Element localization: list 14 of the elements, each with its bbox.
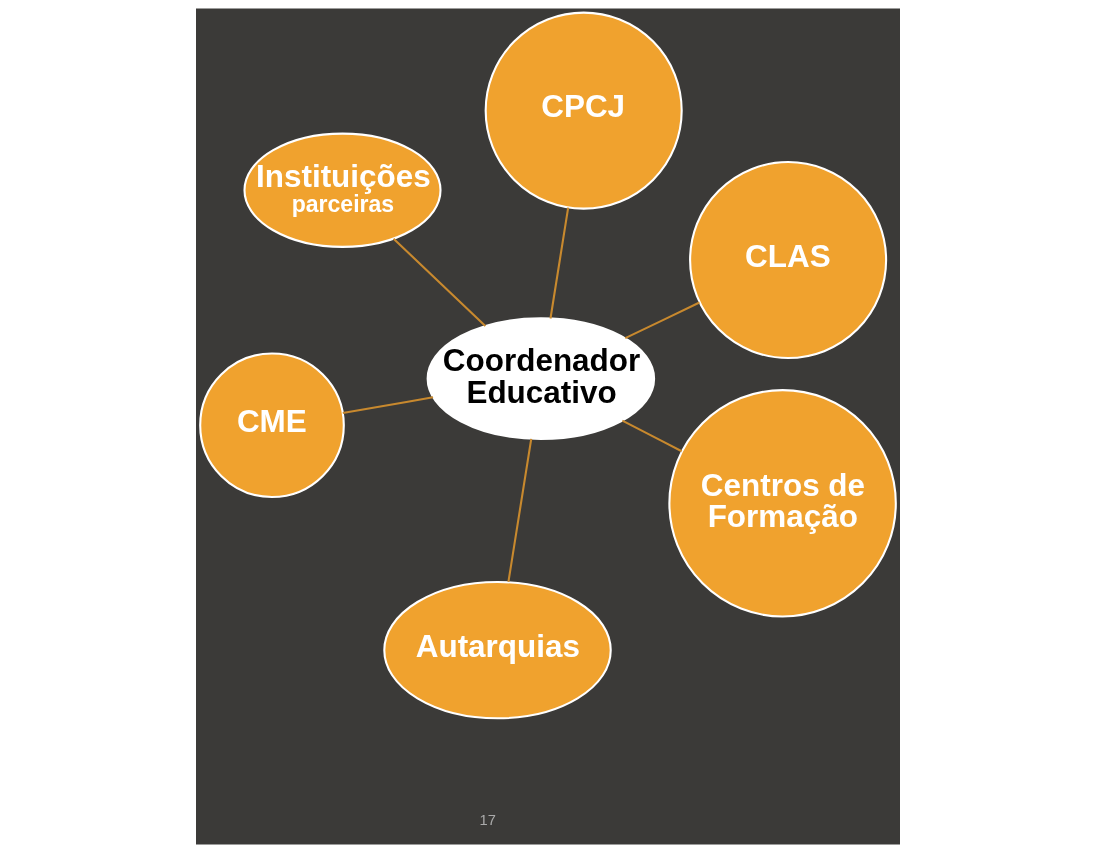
connector (392, 238, 487, 327)
node-ellipse: Instituições parceiras (243, 132, 442, 248)
node-circle: Centros de Formação (668, 389, 897, 618)
connector (549, 207, 570, 319)
node-circle: CLAS (689, 161, 888, 360)
node-circle: CPCJ (484, 11, 683, 210)
connector (507, 438, 533, 583)
connector (342, 396, 434, 414)
node-ellipse: Autarquias (383, 581, 612, 720)
node-ellipse: Coordenador Educativo (426, 317, 656, 440)
connector (621, 419, 683, 453)
connector (624, 301, 700, 340)
node-circle: CME (199, 352, 345, 499)
label: 17 (479, 812, 496, 829)
